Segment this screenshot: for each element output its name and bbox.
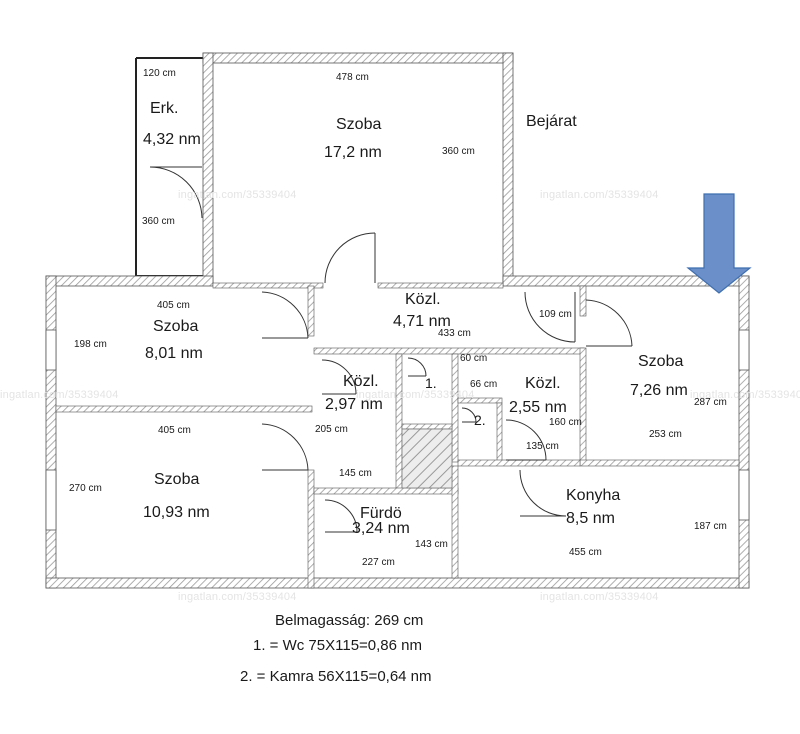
- dim-right-h: 287 cm: [694, 397, 727, 408]
- room-name-kozl-top: Közl.: [405, 291, 441, 308]
- dim-hall-w: 433 cm: [438, 328, 471, 339]
- dim-furdo-w: 227 cm: [362, 557, 395, 568]
- dim-top-w: 478 cm: [336, 72, 369, 83]
- dim-top-h: 360 cm: [442, 146, 475, 157]
- windows: [45, 329, 750, 531]
- room-name-konyha: Konyha: [566, 487, 621, 504]
- wc-number: 1.: [425, 375, 437, 391]
- room-name-furdo: Fürdö: [360, 505, 402, 522]
- dim-bottom-w: 405 cm: [158, 425, 191, 436]
- room-name-kozl-mid: Közl.: [343, 373, 379, 390]
- dim-right-w: 253 cm: [649, 429, 682, 440]
- room-name-erkely: Erk.: [150, 100, 179, 117]
- dim-konyha-w: 455 cm: [569, 547, 602, 558]
- watermark: ingatlan.com/35339404: [0, 389, 119, 401]
- room-area-szoba-left: 8,01 nm: [145, 345, 203, 362]
- room-name-szoba-right: Szoba: [638, 353, 684, 370]
- door-swings: [149, 166, 633, 533]
- watermark: ingatlan.com/35339404: [178, 591, 297, 603]
- interior-walls: [55, 282, 740, 589]
- room-area-kozl-top: 4,71 nm: [393, 313, 451, 330]
- room-name-kozl-right: Közl.: [525, 375, 561, 392]
- kamra-number: 2.: [474, 412, 486, 428]
- room-area-furdo: 3,24 nm: [352, 520, 410, 537]
- dim-furdo-h: 143 cm: [415, 539, 448, 550]
- room-area-kozl-mid: 2,97 nm: [325, 396, 383, 413]
- room-area-szoba-top: 17,2 nm: [324, 144, 382, 161]
- kamra-note: 2. = Kamra 56X115=0,64 nm: [240, 668, 432, 685]
- dim-mid-w: 145 cm: [339, 468, 372, 479]
- dim-right-hall-h: 160 cm: [549, 417, 582, 428]
- dim-hall-door: 109 cm: [539, 309, 572, 320]
- room-name-szoba-bottom: Szoba: [154, 471, 200, 488]
- watermark: ingatlan.com/35339404: [540, 189, 659, 201]
- room-area-konyha: 8,5 nm: [566, 510, 615, 527]
- dim-konyha-h: 187 cm: [694, 521, 727, 532]
- room-area-szoba-right: 7,26 nm: [630, 382, 688, 399]
- watermark: ingatlan.com/35339404: [690, 389, 800, 401]
- room-area-szoba-bottom: 10,93 nm: [143, 504, 210, 521]
- room-name-szoba-left: Szoba: [153, 318, 199, 335]
- shaft: [401, 428, 453, 489]
- room-area-erkely: 4,32 nm: [143, 131, 201, 148]
- dim-kamra-w: 66 cm: [470, 379, 498, 390]
- entrance-label: Bejárat: [526, 113, 577, 130]
- dim-right-hall-w: 135 cm: [526, 441, 559, 452]
- ceiling-height-note: Belmagasság: 269 cm: [275, 612, 424, 629]
- room-name-szoba-top: Szoba: [336, 116, 382, 133]
- dim-mid-h: 205 cm: [315, 424, 348, 435]
- dim-left-w: 405 cm: [157, 300, 190, 311]
- dim-left-h: 198 cm: [74, 339, 107, 350]
- exterior-walls: [45, 52, 750, 589]
- watermark: ingatlan.com/35339404: [178, 189, 297, 201]
- dim-erk-w: 120 cm: [143, 68, 176, 79]
- entrance-arrow-icon: [686, 193, 752, 294]
- dim-bottom-h: 270 cm: [69, 483, 102, 494]
- watermark: ingatlan.com/35339404: [356, 389, 475, 401]
- room-area-kozl-right: 2,55 nm: [509, 399, 567, 416]
- watermark: ingatlan.com/35339404: [540, 591, 659, 603]
- dim-erk-h: 360 cm: [142, 216, 175, 227]
- dim-wc-w: 60 cm: [460, 353, 488, 364]
- wc-note: 1. = Wc 75X115=0,86 nm: [253, 637, 422, 654]
